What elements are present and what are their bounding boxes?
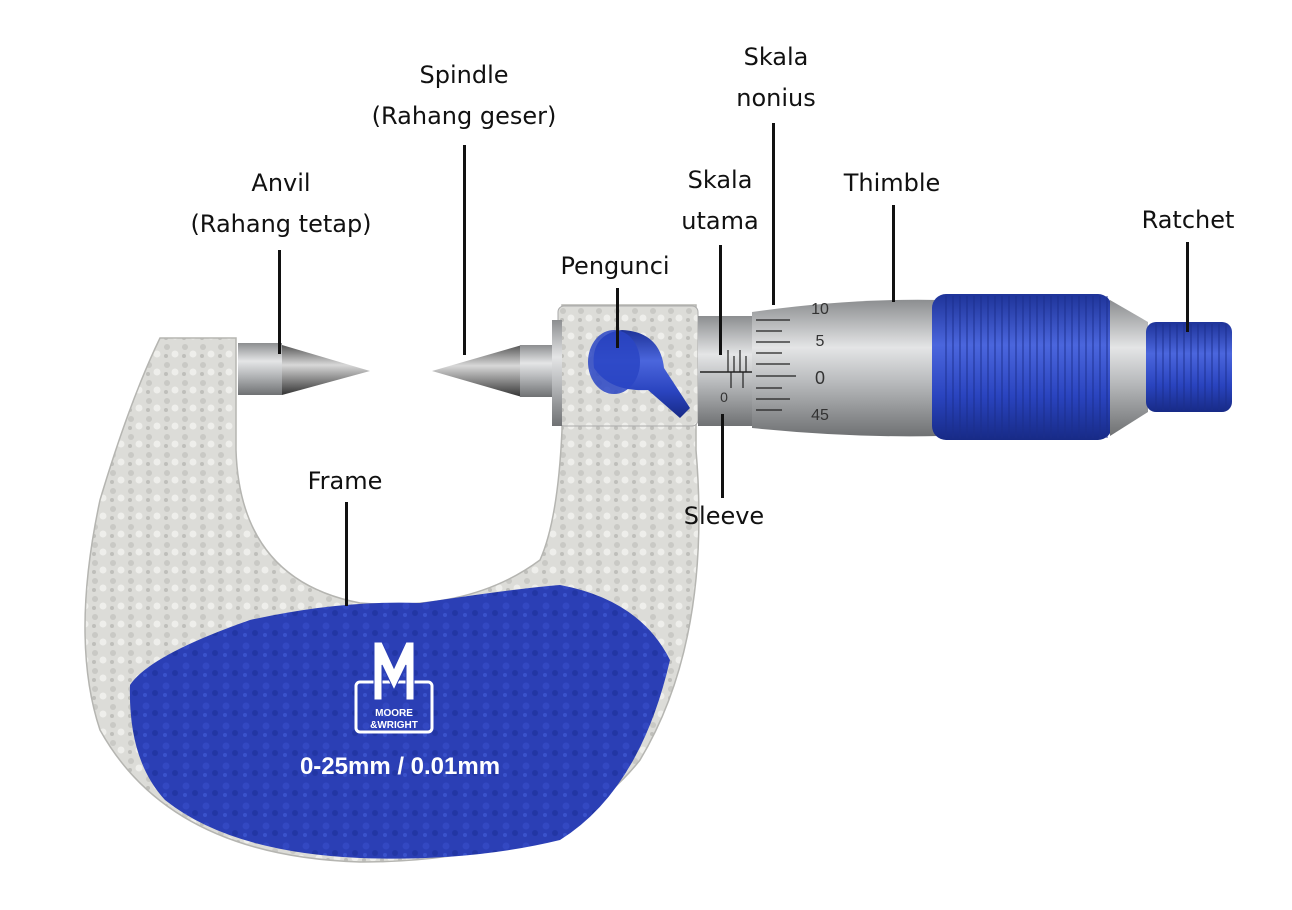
brand-line-1: MOORE [375, 708, 413, 719]
leader-frame [345, 502, 348, 606]
anvil-part [238, 343, 370, 395]
label-frame: Frame [307, 467, 383, 495]
spindle-part [432, 345, 560, 397]
leader-sleeve [721, 414, 724, 498]
label-ratchet: Ratchet [1141, 206, 1235, 234]
label-thimble: Thimble [843, 169, 941, 197]
leader-spindle [463, 145, 466, 355]
label-anvil: Anvil(Rahang tetap) [190, 169, 372, 238]
label-sleeve: Sleeve [683, 502, 765, 530]
thimble-number-45: 45 [811, 407, 829, 424]
thimble-part [752, 299, 940, 437]
leader-pengunci [616, 288, 619, 348]
thimble-number-0: 0 [815, 368, 825, 388]
brand-logo: MOORE &WRIGHT [354, 641, 434, 734]
leader-anvil [278, 250, 281, 354]
thimble-number-10: 10 [811, 301, 829, 318]
label-pengunci: Pengunci [560, 252, 670, 280]
brand-line-2: &WRIGHT [370, 720, 418, 731]
blue-plate [129, 585, 670, 859]
label-spindle: Spindle(Rahang geser) [371, 61, 557, 130]
leader-thimble [892, 205, 895, 302]
leader-ratchet [1186, 242, 1189, 332]
sleeve-number: 0 [720, 389, 728, 405]
range-text: 0-25mm / 0.01mm [300, 753, 500, 780]
leader-skala-nonius [772, 123, 775, 305]
ratchet-taper [1110, 300, 1148, 436]
leader-skala-utama [719, 245, 722, 355]
thimble-number-5: 5 [816, 333, 825, 350]
lock-lever-part [588, 330, 690, 418]
